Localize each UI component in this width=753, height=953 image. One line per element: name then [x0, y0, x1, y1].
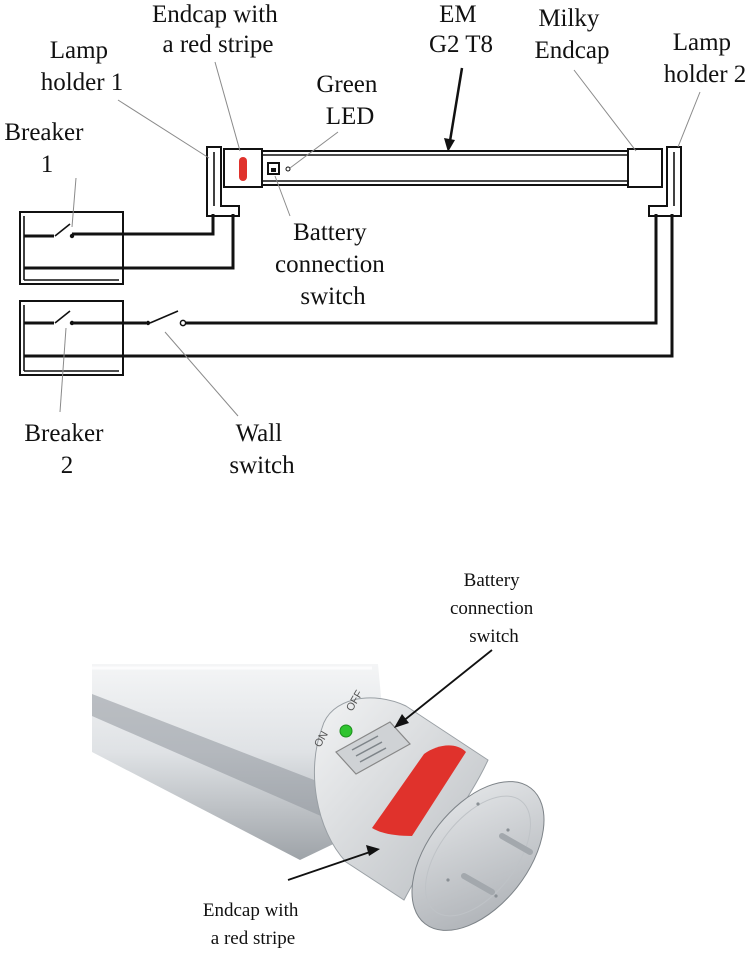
- lamp-holder-2-label: Lamp holder 2: [664, 29, 747, 88]
- tube-illustration: ON OFF Battery connection switch Endcap …: [92, 570, 545, 949]
- battery-switch-top-label: Battery connection switch: [275, 219, 391, 310]
- milky-endcap: [627, 148, 663, 188]
- lamp-holder-1: [206, 146, 240, 217]
- endcap-face: [411, 781, 545, 931]
- green-led-label: Green LED: [316, 71, 383, 130]
- pins: [461, 833, 533, 895]
- lamp-holder-2: [648, 146, 682, 217]
- em-arrow: [444, 67, 464, 152]
- schematic: Endcap with a red stripe EM G2 T8 Milky …: [4, 1, 746, 479]
- red-stripe-band: [372, 745, 466, 836]
- green-led: [339, 724, 353, 738]
- leader-lines: [59, 61, 701, 417]
- wires: [24, 214, 674, 358]
- breaker-1-label: Breaker 1: [4, 119, 89, 178]
- em-tube: [261, 150, 629, 186]
- battery-switch-module: [335, 721, 411, 775]
- endcap-red-bottom-label: Endcap with a red stripe: [203, 900, 303, 949]
- battery-connection-switch: [267, 162, 280, 175]
- breaker-2-box: [19, 300, 124, 376]
- battery-switch-arrow: [394, 649, 493, 728]
- breaker-1-box: [19, 211, 124, 285]
- endcap-arrow: [287, 845, 380, 881]
- battery-switch-bottom-label: Battery connection switch: [450, 570, 538, 647]
- em-tube-label: EM G2 T8: [429, 1, 493, 58]
- wall-switch-label: Wall switch: [229, 420, 295, 479]
- milky-endcap-label: Milky Endcap: [535, 5, 610, 64]
- endcap-red-stripe: [223, 148, 263, 188]
- breaker-2-label: Breaker 2: [24, 420, 109, 479]
- lamp-holder-1-label: Lamp holder 1: [41, 37, 124, 96]
- green-led-mark: [285, 166, 291, 172]
- wall-switch-symbol: [145, 310, 187, 327]
- endcap-red-top-label: Endcap with a red stripe: [152, 1, 284, 58]
- red-stripe-mark: [239, 157, 247, 181]
